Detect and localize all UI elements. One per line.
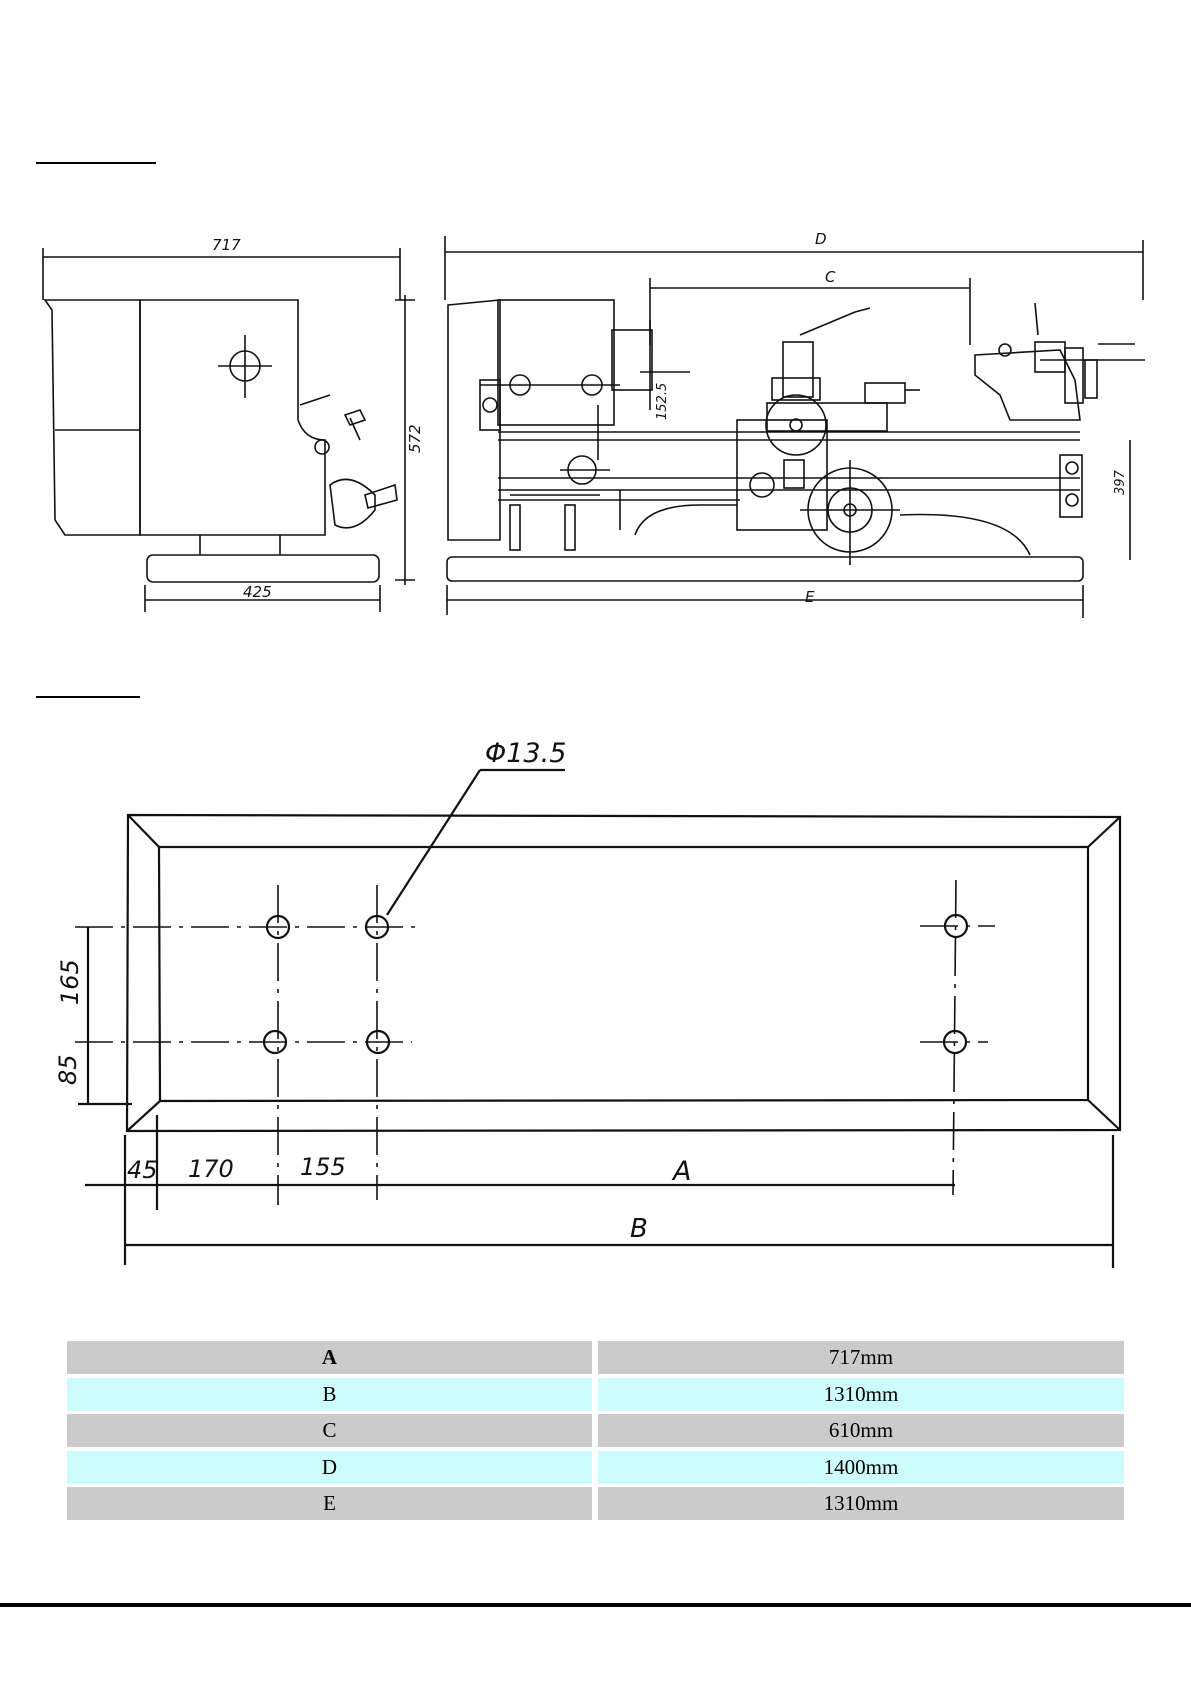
dim-label-D: D bbox=[815, 230, 827, 248]
handwheel bbox=[766, 395, 826, 455]
row-value: 1400mm bbox=[598, 1451, 1124, 1484]
end-cover bbox=[45, 300, 140, 535]
dim-label-right-height: 397 bbox=[1113, 469, 1128, 495]
lathe-elevation-drawing: 717 425 572 D C E 152.5 397 bbox=[0, 0, 1191, 640]
table-row: B 1310mm bbox=[67, 1378, 1124, 1411]
row-label: D bbox=[67, 1451, 592, 1484]
headstock-end bbox=[140, 300, 325, 535]
row-value: 1310mm bbox=[598, 1487, 1124, 1520]
row-label: B bbox=[67, 1378, 592, 1411]
page-bottom-rule bbox=[0, 1603, 1191, 1607]
dim-label-height: 572 bbox=[406, 424, 424, 453]
dim-label-E: E bbox=[805, 588, 815, 606]
row-label: C bbox=[67, 1414, 592, 1447]
headstock bbox=[498, 300, 614, 425]
dim-label-top-width: 717 bbox=[212, 236, 241, 254]
row-value: 1310mm bbox=[598, 1378, 1124, 1411]
end-base bbox=[147, 555, 379, 582]
table-row: D 1400mm bbox=[67, 1451, 1124, 1484]
dim-label-A: A bbox=[671, 1156, 691, 1187]
row-value: 610mm bbox=[598, 1414, 1124, 1447]
base-outline bbox=[127, 815, 1120, 1131]
dim-label-B: B bbox=[630, 1214, 648, 1244]
dim-label-155: 155 bbox=[300, 1153, 346, 1181]
row-label: E bbox=[67, 1487, 592, 1520]
table-row: C 610mm bbox=[67, 1414, 1124, 1447]
hole-callout: Φ13.5 bbox=[485, 738, 566, 769]
row-label: A bbox=[67, 1341, 592, 1374]
dim-label-170: 170 bbox=[188, 1155, 234, 1183]
table-row: A 717mm bbox=[67, 1341, 1124, 1374]
base-pan bbox=[447, 557, 1083, 581]
mounting-holes bbox=[264, 915, 967, 1053]
dim-label-spindle-height: 152.5 bbox=[655, 383, 670, 420]
dim-label-85: 85 bbox=[54, 1054, 82, 1085]
foundation-plan-drawing: Φ13.5 165 85 45 170 155 A B bbox=[0, 700, 1191, 1280]
table-row: E 1310mm bbox=[67, 1487, 1124, 1520]
apron bbox=[737, 420, 827, 530]
section-heading-rule bbox=[36, 696, 140, 698]
dim-label-165: 165 bbox=[56, 959, 84, 1005]
row-value: 717mm bbox=[598, 1341, 1124, 1374]
callout-leader bbox=[387, 770, 480, 915]
dim-label-45: 45 bbox=[127, 1156, 158, 1184]
dim-label-base-width: 425 bbox=[243, 583, 272, 601]
dimension-table: A 717mm B 1310mm C 610mm D 1400mm E 1310… bbox=[67, 1341, 1124, 1524]
dim-label-C: C bbox=[825, 268, 836, 286]
